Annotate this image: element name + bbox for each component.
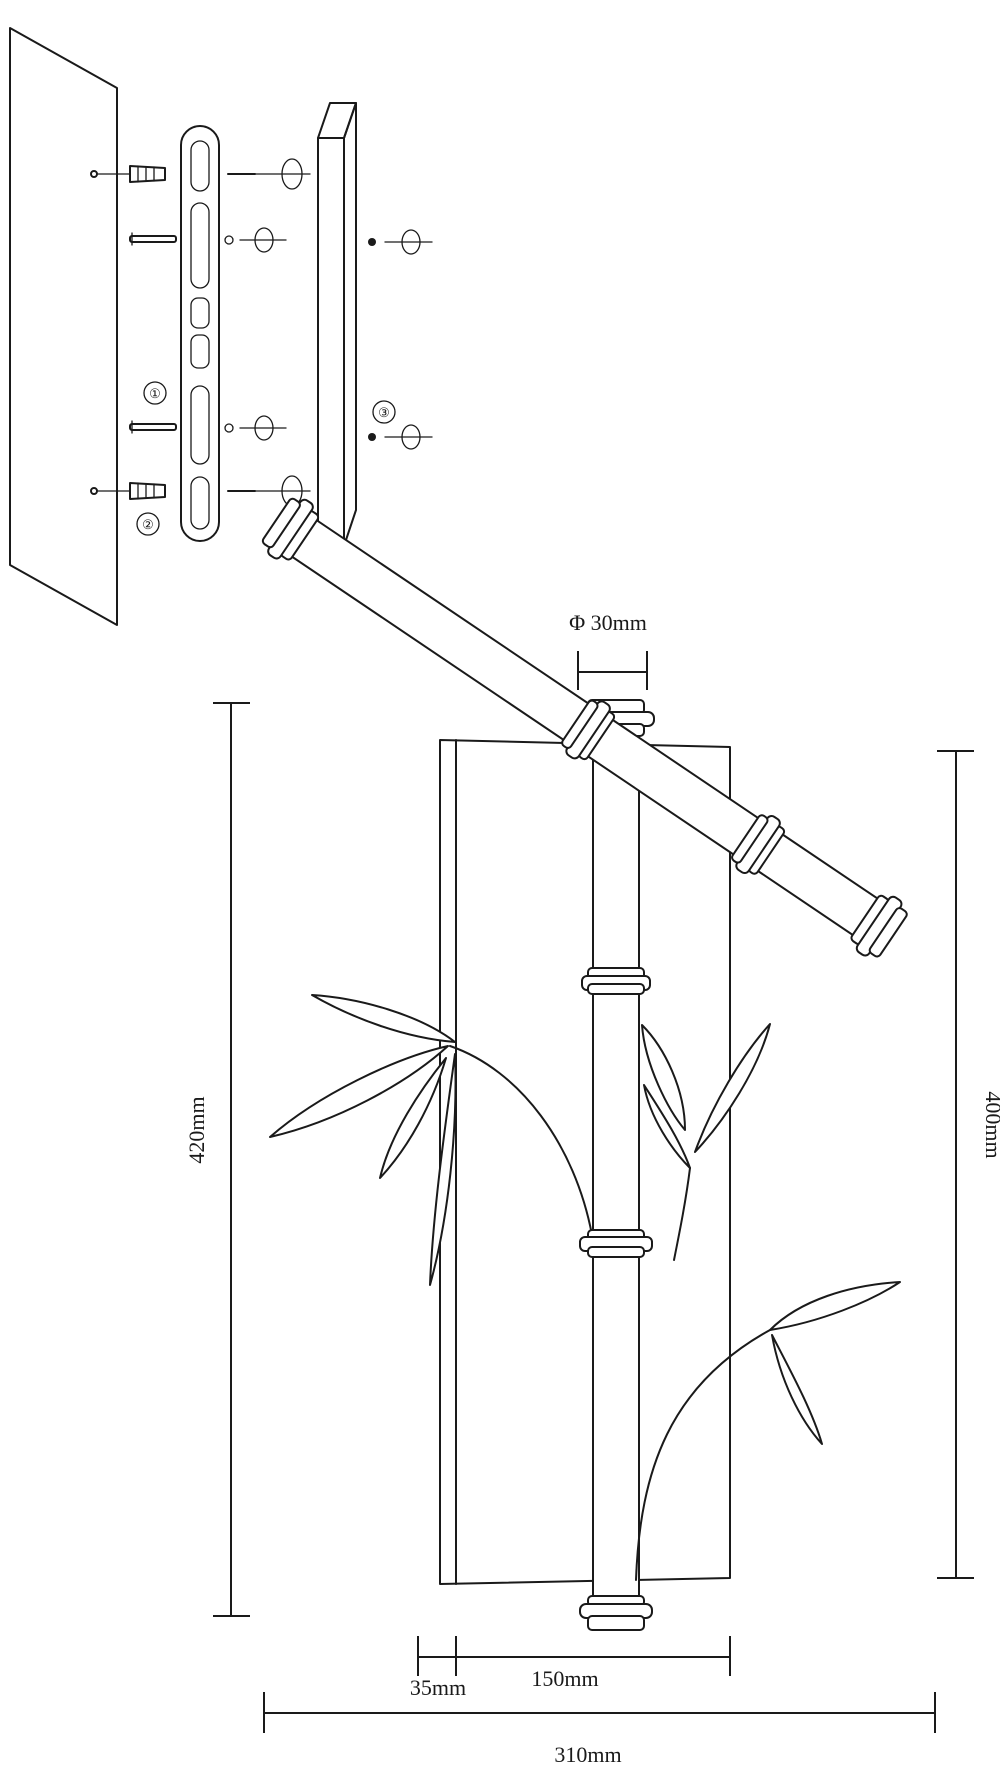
callout-1: ①: [143, 381, 167, 405]
dimension-plate-height: 400mm: [937, 750, 1000, 1579]
assembly-diagram: ① ② ③: [9, 27, 433, 626]
svg-text:③: ③: [378, 405, 390, 420]
bamboo-leaves-left: [269, 994, 457, 1286]
bracket-screw-upper: [129, 232, 177, 246]
bamboo-diagonal-joint-1: [731, 814, 786, 875]
connector-screw-top: [227, 158, 311, 190]
wall-panel: [9, 27, 118, 626]
back-plate-board: [317, 102, 357, 547]
bamboo-leaves-right: [635, 1281, 901, 1581]
bamboo-stem-left: [449, 1045, 593, 1236]
bamboo-leaves-center: [641, 1023, 771, 1261]
dimension-diameter-label: Φ 30mm: [569, 610, 647, 635]
bamboo-diagonal-cap-top: [850, 894, 908, 958]
svg-text:①: ①: [149, 386, 161, 401]
bracket-screw-lower: [129, 420, 177, 434]
dimension-total-width: 310mm: [263, 1692, 936, 1767]
bamboo-diagonal-joint-2: [561, 699, 616, 761]
callout-2: ②: [136, 512, 160, 536]
mounting-bracket: [180, 125, 220, 542]
dimension-diameter: Φ 30mm: [569, 610, 648, 690]
dimension-total-height: 420mm: [184, 702, 250, 1617]
wall-anchor-bottom: [90, 482, 166, 500]
wall-anchor-top: [90, 165, 166, 183]
svg-text:②: ②: [142, 517, 154, 532]
front-screw-lower: [368, 424, 433, 450]
dimension-plate-height-label: 400mm: [981, 1091, 1000, 1158]
bamboo-diagonal: [261, 497, 908, 958]
dimension-offset-label: 35mm: [410, 1675, 466, 1700]
callout-3: ③: [372, 400, 396, 424]
dimension-plate-width-label: 150mm: [531, 1666, 598, 1691]
bracket-nut-upper: [224, 227, 287, 253]
dimension-plate-width: 35mm 150mm: [410, 1636, 731, 1700]
dimension-total-width-label: 310mm: [554, 1742, 621, 1767]
front-screw-upper: [368, 229, 433, 255]
bamboo-diagonal-cap-bottom: [261, 497, 320, 561]
bracket-nut-lower: [224, 415, 287, 441]
lamp-elevation: [261, 497, 908, 1631]
dimension-total-height-label: 420mm: [184, 1096, 209, 1163]
bamboo-vertical: [577, 699, 655, 1631]
